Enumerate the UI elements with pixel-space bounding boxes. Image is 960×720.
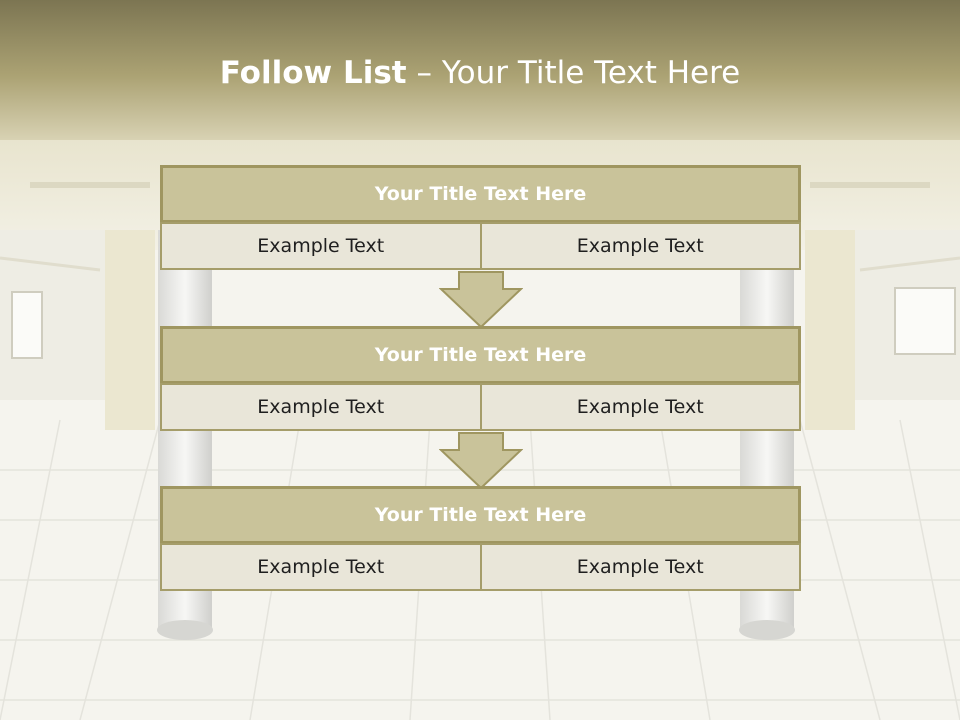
step-1-right-text: Example Text bbox=[481, 222, 801, 270]
slide-title: Follow List – Your Title Text Here bbox=[0, 55, 960, 91]
down-arrow-icon bbox=[439, 271, 523, 329]
step-row-2: Example Text Example Text bbox=[160, 383, 801, 431]
step-title-2: Your Title Text Here bbox=[160, 326, 801, 384]
slide-title-rest: – Your Title Text Here bbox=[406, 55, 741, 91]
step-title-1: Your Title Text Here bbox=[160, 165, 801, 223]
step-block-2: Your Title Text Here Example Text Exampl… bbox=[160, 326, 801, 431]
step-row-1: Example Text Example Text bbox=[160, 222, 801, 270]
step-2-right-text: Example Text bbox=[481, 383, 801, 431]
down-arrow-icon bbox=[439, 432, 523, 490]
step-3-left-text: Example Text bbox=[160, 543, 482, 591]
step-title-3: Your Title Text Here bbox=[160, 486, 801, 544]
step-3-right-text: Example Text bbox=[481, 543, 801, 591]
step-block-1: Your Title Text Here Example Text Exampl… bbox=[160, 165, 801, 270]
step-row-3: Example Text Example Text bbox=[160, 543, 801, 591]
step-1-left-text: Example Text bbox=[160, 222, 482, 270]
step-2-left-text: Example Text bbox=[160, 383, 482, 431]
slide-title-bold: Follow List bbox=[219, 55, 407, 91]
step-block-3: Your Title Text Here Example Text Exampl… bbox=[160, 486, 801, 591]
